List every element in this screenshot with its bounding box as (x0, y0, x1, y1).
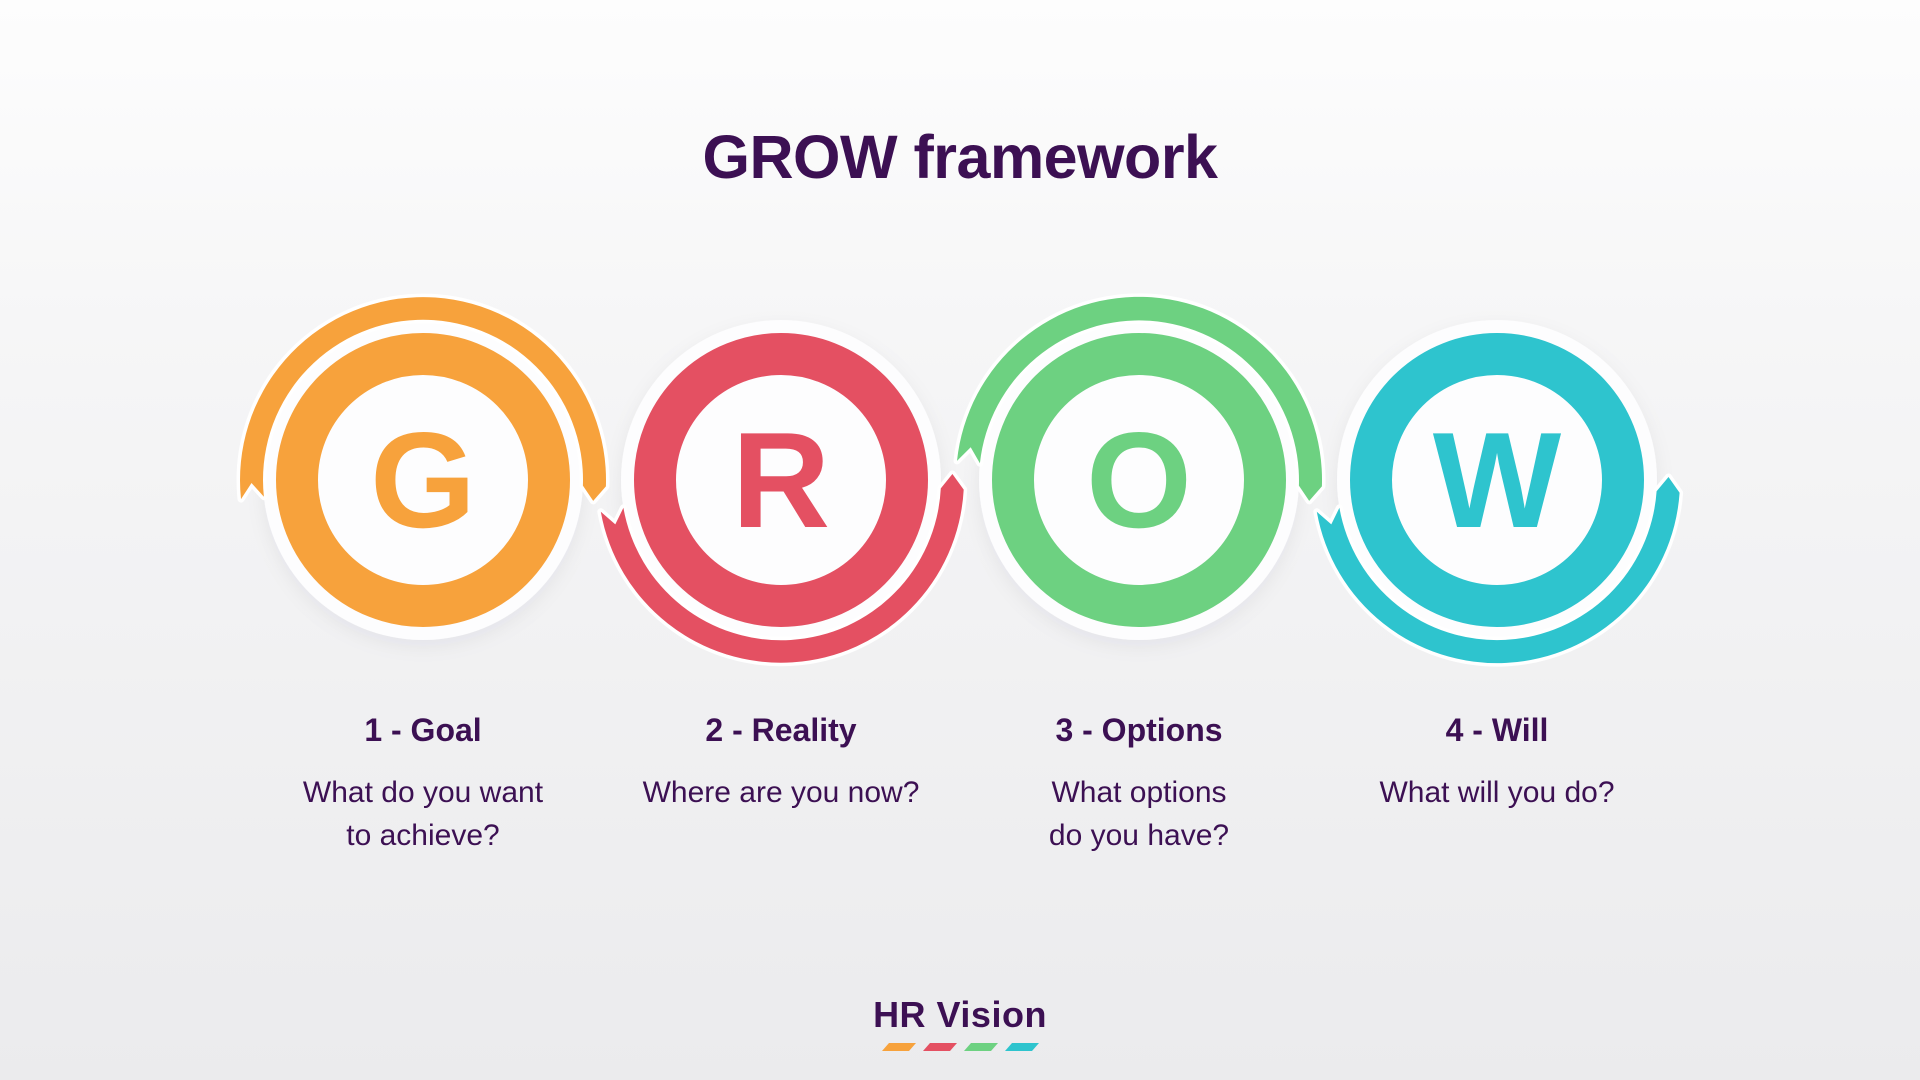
step-number-will: 4 - Will (1445, 712, 1549, 748)
step-desc-line: to achieve? (346, 819, 500, 852)
brand-dash-orange (881, 1043, 916, 1051)
dash-shape (1004, 1043, 1039, 1051)
step-number-goal: 1 - Goal (364, 712, 482, 748)
flow-arc-reality (597, 470, 968, 667)
brand-dash-green (963, 1043, 998, 1051)
brand-dash-teal (1004, 1043, 1039, 1051)
step-desc-line: What do you want (302, 776, 544, 809)
ring-reality (634, 333, 928, 627)
flow-arc-goal (236, 293, 610, 505)
step-desc-will: What will you do? (1318, 771, 1676, 814)
footer-logo: HR Vision (0, 994, 1920, 1051)
step-label-reality: 2 - Reality Where are you now? (602, 712, 960, 814)
letter-layer: G R O W (370, 404, 1562, 556)
step-label-will: 4 - Will What will you do? (1318, 712, 1676, 814)
step-desc-options: What options do you have? (960, 771, 1318, 857)
letter-g: G (370, 404, 476, 556)
dash-shape (881, 1043, 916, 1051)
ring-goal (276, 333, 570, 627)
letter-o: O (1086, 404, 1192, 556)
step-desc-line: What options (1051, 776, 1227, 809)
brand-dash-red (922, 1043, 957, 1051)
ring-layer (276, 333, 1644, 627)
brand-name: HR Vision (873, 994, 1047, 1035)
brand-underline (0, 1043, 1920, 1051)
step-desc-line: What will you do? (1379, 776, 1615, 809)
step-desc-line: Where are you now? (642, 776, 920, 809)
step-label-goal: 1 - Goal What do you want to achieve? (244, 712, 602, 857)
dash-shape (922, 1043, 957, 1051)
flow-arc-layer (236, 293, 1684, 667)
dash-shape (963, 1043, 998, 1051)
step-number-reality: 2 - Reality (705, 712, 857, 748)
page-title: GROW framework (702, 123, 1219, 191)
ring-options (992, 333, 1286, 627)
flow-arc-will (1313, 473, 1684, 667)
flow-arc-options (953, 293, 1326, 505)
step-label-options: 3 - Options What options do you have? (960, 712, 1318, 857)
ring-will (1350, 333, 1644, 627)
step-desc-line: do you have? (1048, 819, 1230, 852)
step-desc-goal: What do you want to achieve? (244, 771, 602, 857)
letter-w: W (1433, 404, 1562, 556)
letter-r: R (732, 404, 830, 556)
step-desc-reality: Where are you now? (602, 771, 960, 814)
step-number-options: 3 - Options (1055, 712, 1223, 748)
